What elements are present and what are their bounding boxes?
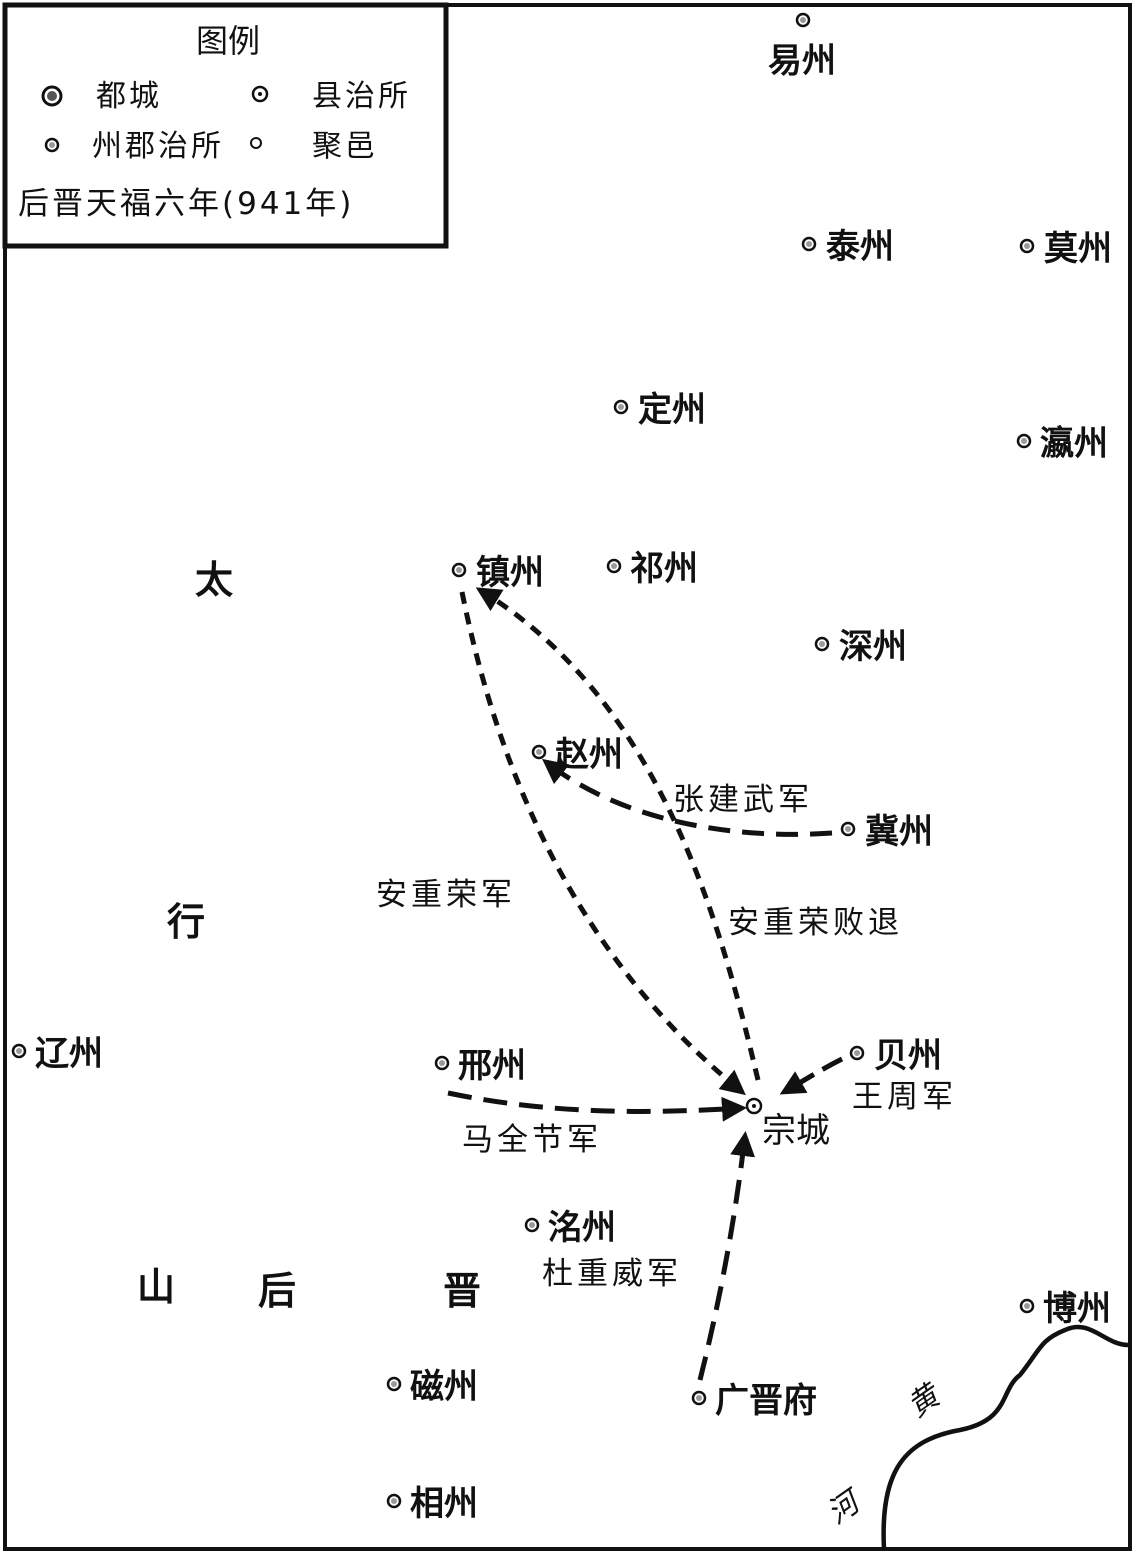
place-label-taizhou: 泰州 bbox=[826, 227, 894, 267]
place-zongcheng: 宗城 bbox=[745, 1097, 830, 1151]
route-anchongrong-retreat bbox=[475, 587, 761, 1081]
prefecture-marker-center-xiangzhou bbox=[391, 1498, 397, 1504]
place-label-yingzhou: 瀛州 bbox=[1040, 424, 1108, 464]
army-label-anchongrong: 安重荣军 bbox=[376, 877, 516, 913]
region-label-hou: 后 bbox=[258, 1269, 296, 1313]
place-liaozhou: 辽州 bbox=[11, 1034, 103, 1074]
legend-label-prefecture-seat: 州郡治所 bbox=[92, 129, 224, 164]
prefecture-marker-center-guangjinfu bbox=[696, 1395, 702, 1401]
prefecture-marker-center-mozhou bbox=[1024, 243, 1030, 249]
prefecture-marker-center-yingzhou bbox=[1021, 438, 1027, 444]
place-bozhou: 博州 bbox=[1019, 1289, 1111, 1329]
legend-county-seat-icon bbox=[251, 85, 269, 103]
legend-label-settlement: 聚邑 bbox=[312, 129, 378, 164]
army-label-maquanjie: 马全节军 bbox=[462, 1122, 602, 1158]
place-label-guangjinfu: 广晋府 bbox=[715, 1381, 817, 1421]
region-label-tai: 太 bbox=[195, 558, 233, 602]
place-label-zhaozhou: 赵州 bbox=[555, 735, 623, 775]
region-label-hang: 行 bbox=[167, 900, 205, 944]
route-duchongwei bbox=[697, 1131, 756, 1381]
place-xiangzhou: 相州 bbox=[386, 1484, 478, 1524]
route-anchongrong bbox=[459, 591, 746, 1096]
yellow-river-line bbox=[881, 1324, 1129, 1550]
place-yizhou: 易州 bbox=[768, 12, 836, 81]
place-taizhou: 泰州 bbox=[801, 227, 894, 267]
prefecture-marker-center-jizhou bbox=[845, 826, 851, 832]
place-dingzhou: 定州 bbox=[613, 390, 706, 430]
place-xingzhou: 邢州 bbox=[434, 1046, 526, 1086]
place-label-cizhou: 磁州 bbox=[410, 1367, 478, 1407]
prefecture-marker-center-bozhou bbox=[1024, 1303, 1030, 1309]
legend: 图例 都城 县治所 州郡治所 聚邑 后晋天福六年(941年) bbox=[2, 2, 449, 249]
legend-title: 图例 bbox=[196, 22, 260, 60]
place-label-bozhou: 博州 bbox=[1043, 1289, 1111, 1329]
route-wangzhou bbox=[779, 1056, 844, 1095]
prefecture-marker-center-cizhou bbox=[391, 1381, 397, 1387]
place-zhenzhou: 镇州 bbox=[451, 553, 544, 593]
legend-prefecture-seat-icon bbox=[44, 137, 60, 153]
county-seat-marker-center-zongcheng bbox=[752, 1104, 756, 1108]
legend-caption: 后晋天福六年(941年) bbox=[18, 186, 354, 222]
river-char-1: 黄 bbox=[901, 1377, 948, 1425]
place-label-zongcheng: 宗城 bbox=[762, 1111, 830, 1151]
place-label-jizhou: 冀州 bbox=[865, 812, 933, 852]
prefecture-marker-center-beizhou bbox=[854, 1050, 860, 1056]
place-label-dingzhou: 定州 bbox=[638, 390, 706, 430]
army-label-anchongrong-retreat: 安重荣败退 bbox=[728, 905, 903, 941]
prefecture-marker-center-yizhou bbox=[800, 17, 806, 23]
army-label-zhangjianwu: 张建武军 bbox=[673, 782, 813, 818]
prefecture-marker-center-taizhou bbox=[806, 241, 812, 247]
route-maquanjie bbox=[447, 1090, 747, 1122]
legend-settlement-icon bbox=[250, 137, 262, 149]
place-guangjinfu: 广晋府 bbox=[691, 1381, 817, 1421]
region-label-shan: 山 bbox=[137, 1265, 175, 1309]
prefecture-marker-center-dingzhou bbox=[618, 404, 624, 410]
legend-label-county-seat: 县治所 bbox=[312, 79, 411, 114]
place-label-mingzhou: 洺州 bbox=[548, 1208, 616, 1248]
place-label-xiangzhou: 相州 bbox=[410, 1484, 478, 1524]
place-label-beizhou: 贝州 bbox=[874, 1036, 942, 1076]
place-beizhou: 贝州 bbox=[849, 1036, 942, 1076]
place-zhaozhou: 赵州 bbox=[531, 735, 623, 775]
place-cizhou: 磁州 bbox=[386, 1367, 478, 1407]
place-label-qizhou: 祁州 bbox=[630, 549, 698, 589]
place-mozhou: 莫州 bbox=[1019, 229, 1112, 269]
place-yingzhou: 瀛州 bbox=[1016, 424, 1108, 464]
region-label-jin: 晋 bbox=[443, 1269, 481, 1313]
map-frame bbox=[3, 3, 1132, 1551]
prefecture-marker-center-zhenzhou bbox=[456, 567, 462, 573]
place-label-zhenzhou: 镇州 bbox=[476, 553, 544, 593]
place-qizhou: 祁州 bbox=[606, 549, 698, 589]
place-label-liaozhou: 辽州 bbox=[35, 1034, 103, 1074]
place-label-xingzhou: 邢州 bbox=[458, 1046, 526, 1086]
prefecture-marker-center-zhaozhou bbox=[536, 749, 542, 755]
place-label-shenzhou: 深州 bbox=[839, 627, 907, 667]
route-zhangjianwu bbox=[542, 758, 833, 837]
place-label-mozhou: 莫州 bbox=[1044, 229, 1112, 269]
prefecture-marker-center-xingzhou bbox=[439, 1060, 445, 1066]
prefecture-marker-center-qizhou bbox=[611, 563, 617, 569]
place-mingzhou: 洺州 bbox=[524, 1208, 616, 1248]
legend-capital-icon bbox=[41, 85, 63, 107]
place-shenzhou: 深州 bbox=[814, 627, 907, 667]
prefecture-marker-center-liaozhou bbox=[16, 1048, 22, 1054]
place-jizhou: 冀州 bbox=[840, 812, 933, 852]
prefecture-marker-center-mingzhou bbox=[529, 1222, 535, 1228]
river-char-2: 河 bbox=[821, 1483, 870, 1532]
prefecture-marker-center-shenzhou bbox=[819, 641, 825, 647]
place-label-yizhou: 易州 bbox=[768, 41, 836, 81]
army-label-duchongwei: 杜重威军 bbox=[542, 1256, 682, 1292]
legend-label-capital: 都城 bbox=[96, 79, 162, 114]
army-label-wangzhou: 王周军 bbox=[852, 1079, 957, 1115]
